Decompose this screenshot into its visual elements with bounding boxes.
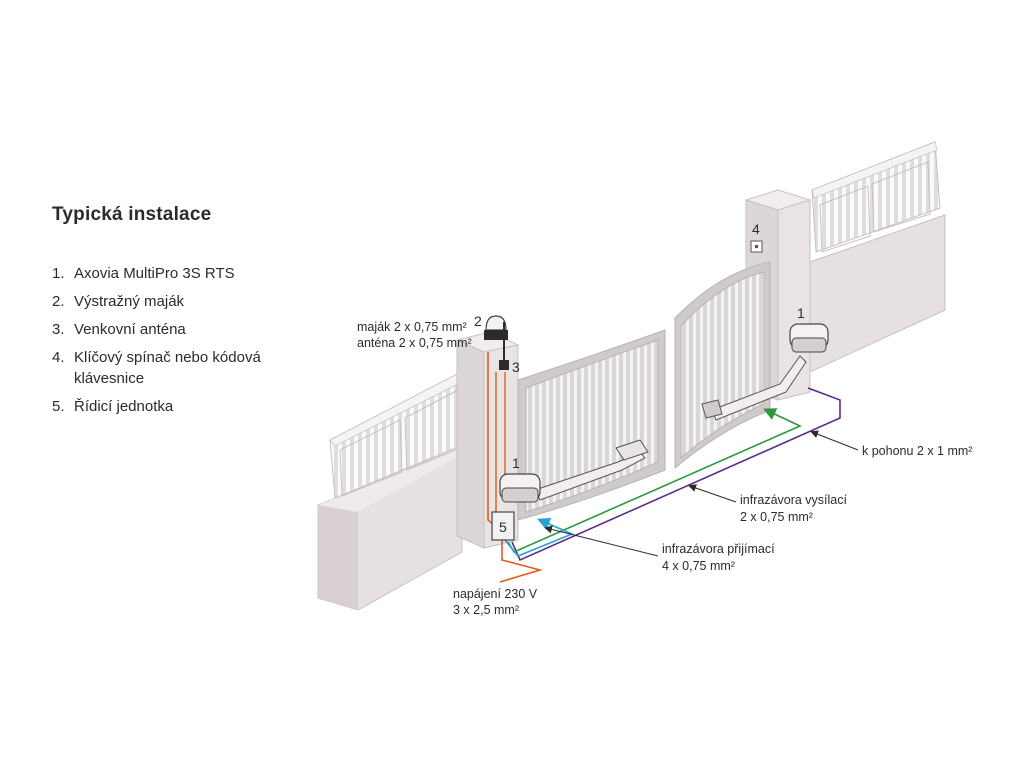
- legend-item: 4. Klíčový spínač nebo kódová klávesnice: [52, 347, 302, 389]
- ir-tx-label-line2: 2 x 0,75 mm²: [740, 510, 813, 524]
- antenna-icon: [499, 322, 509, 370]
- ir-rx-label-line1: infrazávora přijímací: [662, 542, 775, 556]
- control-unit-box: [491, 511, 515, 541]
- left-gate-motor: [499, 439, 649, 503]
- ir-tx-label-line1: infrazávora vysílací: [740, 493, 848, 507]
- legend-text: Řídicí jednotka: [74, 398, 174, 415]
- control-unit-marker: 5: [499, 519, 507, 535]
- legend-number: 1.: [52, 265, 65, 282]
- legend-text: Výstražný maják: [74, 293, 185, 310]
- legend-item: 1. Axovia MultiPro 3S RTS: [52, 263, 302, 284]
- ir-rx-leader: [544, 525, 659, 557]
- power-label-line2: 3 x 2,5 mm²: [453, 603, 519, 617]
- antenna-cable-label: anténa 2 x 0,75 mm²: [357, 336, 472, 350]
- legend-text: Venkovní anténa: [74, 321, 186, 338]
- legend-item: 2. Výstražný maják: [52, 291, 302, 312]
- motor-right-marker: 1: [797, 305, 805, 321]
- right-fence: [809, 141, 946, 373]
- component-legend: 1. Axovia MultiPro 3S RTS 2. Výstražný maj…: [52, 263, 302, 424]
- ir-tx-leader: [688, 484, 737, 503]
- antenna-marker: 3: [512, 359, 520, 375]
- motor-cable-label: k pohonu 2 x 1 mm²: [862, 444, 972, 458]
- left-fence: [317, 369, 471, 611]
- legend-number: 3.: [52, 321, 65, 338]
- legend-item: 3. Venkovní anténa: [52, 319, 302, 340]
- power-label-line1: napájení 230 V: [453, 587, 538, 601]
- legend-text: Axovia MultiPro 3S RTS: [74, 265, 235, 282]
- legend-item: 5. Řídicí jednotka: [52, 396, 302, 417]
- beacon-cable-label: maják 2 x 0,75 mm²: [357, 320, 467, 334]
- motor-left-marker: 1: [512, 455, 520, 471]
- keypad-marker: 4: [752, 221, 760, 237]
- left-gate-leaf: [517, 329, 666, 521]
- motor-cable-leader: [810, 430, 859, 451]
- legend-number: 2.: [52, 293, 65, 310]
- legend-number: 5.: [52, 398, 65, 415]
- beacon-marker: 2: [474, 313, 482, 329]
- right-gate-leaf: [674, 261, 771, 470]
- right-gate-motor: [701, 323, 829, 421]
- keypad-icon: [750, 240, 763, 253]
- legend-text: Klíčový spínač nebo kódová klávesnice: [74, 349, 261, 387]
- warning-beacon-icon: [484, 315, 508, 340]
- ir-rx-label-line2: 4 x 0,75 mm²: [662, 559, 735, 573]
- ir-receiver-cable: [504, 517, 575, 557]
- legend-number: 4.: [52, 349, 65, 366]
- diagram-title: Typická instalace: [52, 204, 212, 225]
